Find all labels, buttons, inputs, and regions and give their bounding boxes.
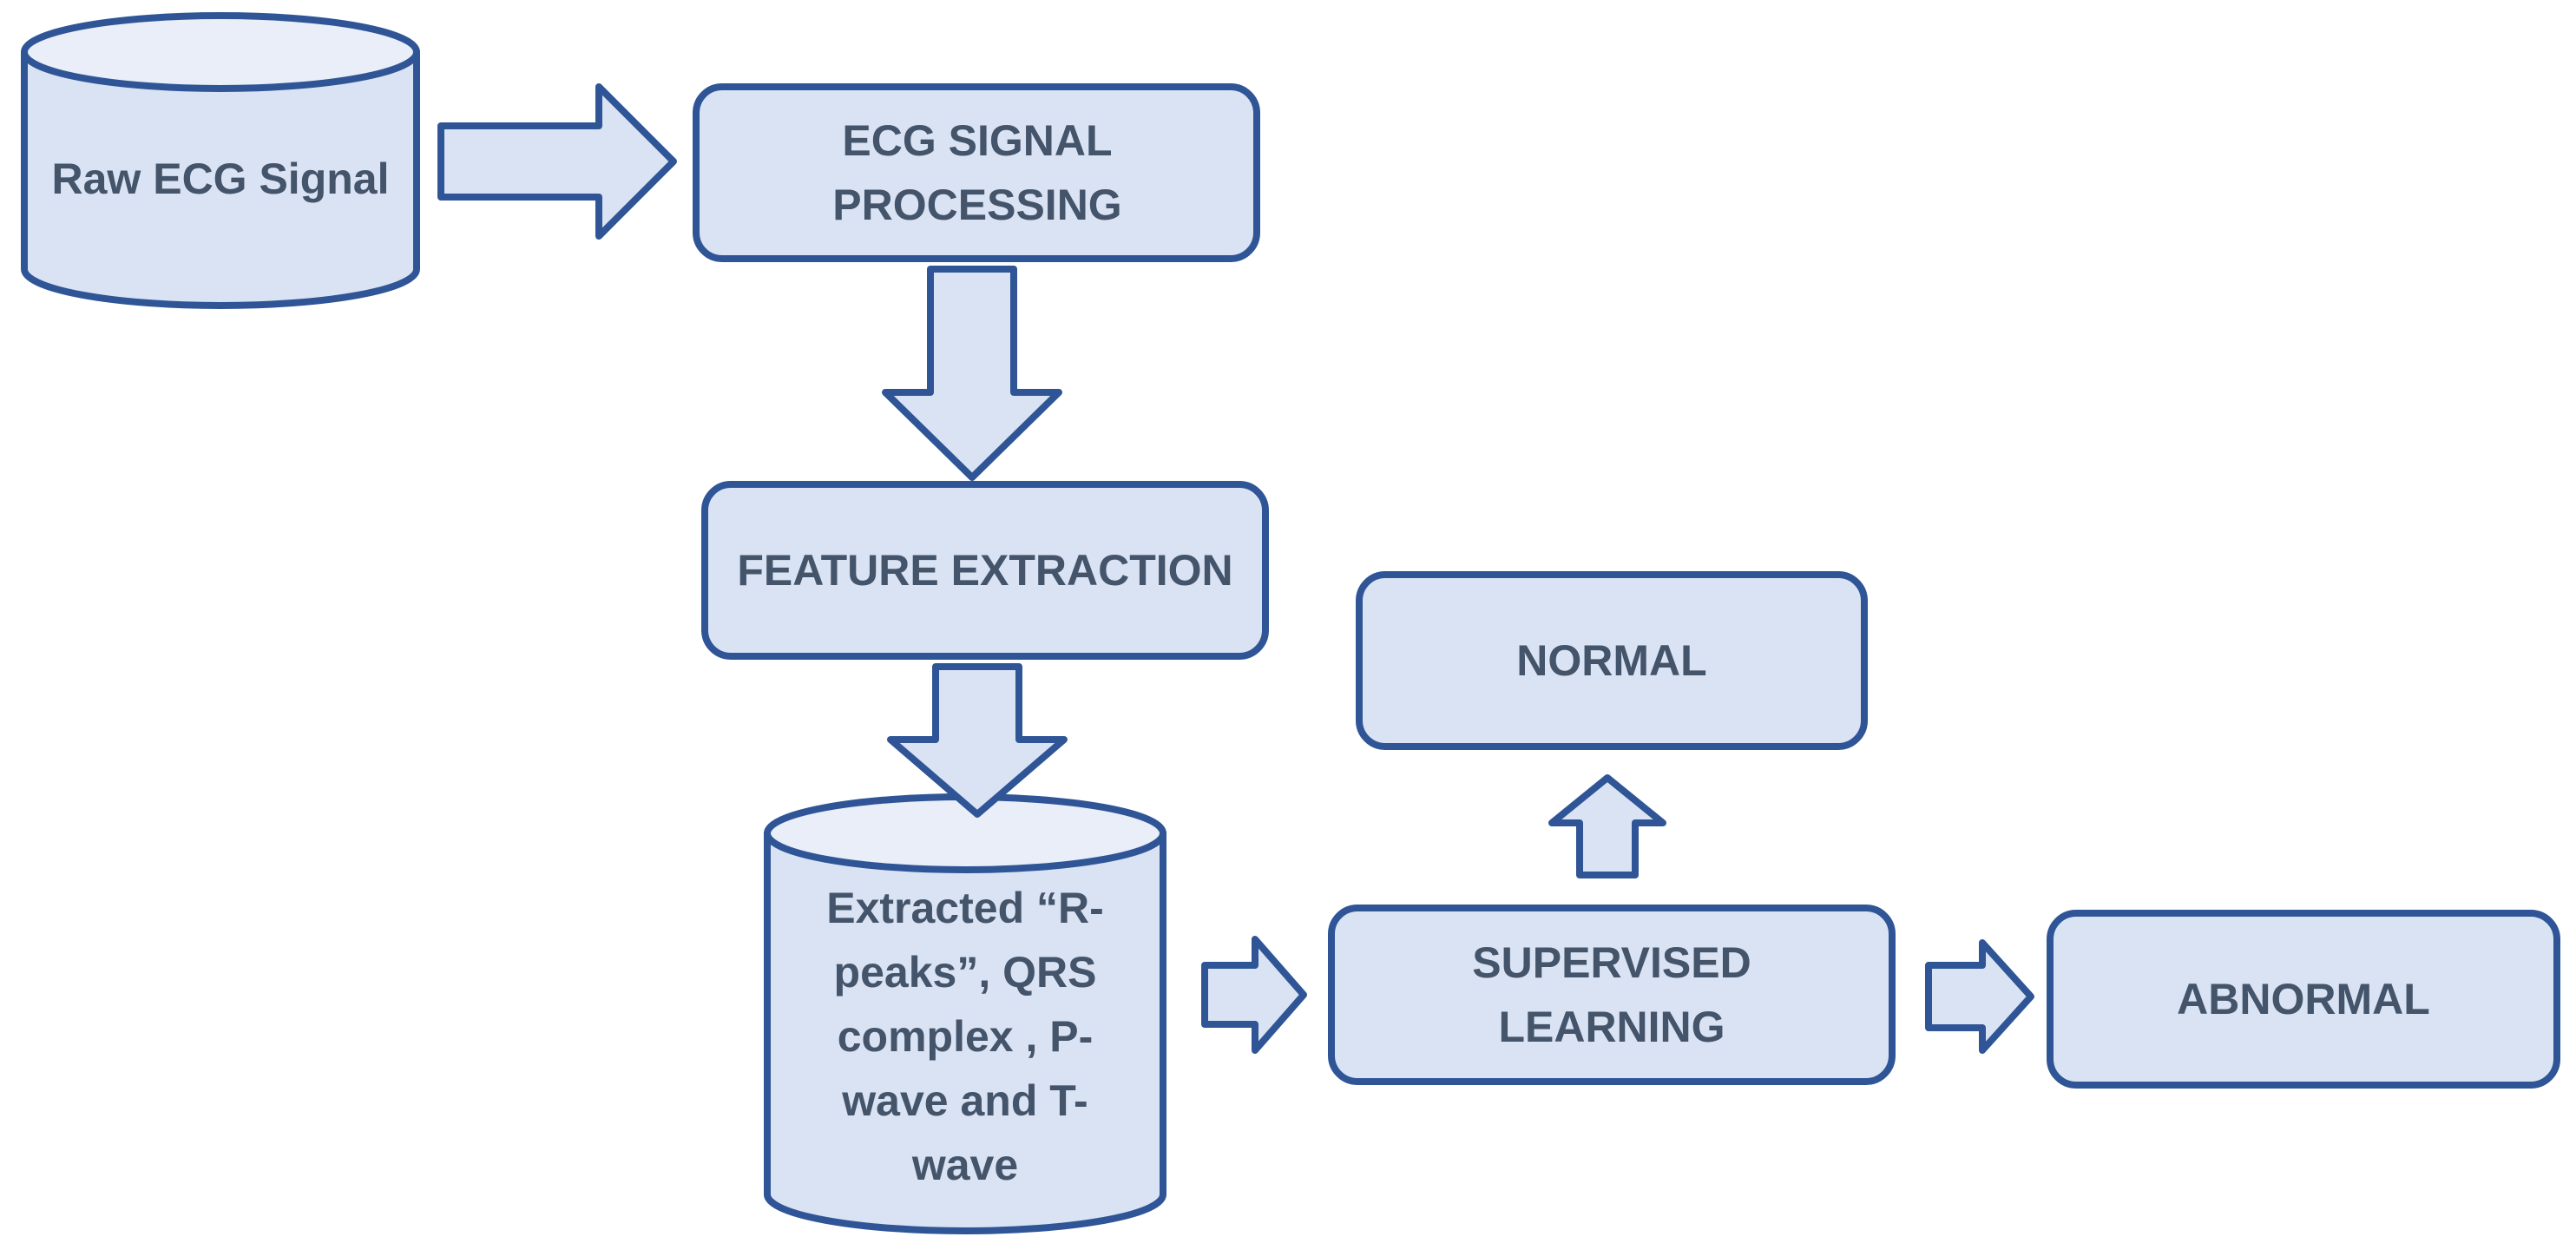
extracted-features-label: Extracted “R-peaks”, QRS complex , P-wave… [826, 884, 1104, 1189]
ecg-signal-processing-box [693, 83, 1260, 262]
raw-ecg-cylinder-body [21, 49, 420, 309]
arrow-supervised-to-abnormal [1925, 939, 2034, 1054]
extracted-features-label-line-4: wave and T- [841, 1076, 1088, 1125]
abnormal-label: ABNORMAL [2177, 975, 2430, 1023]
raw-ecg-signal-label-line-1: Raw ECG Signal [52, 155, 390, 203]
feature-extraction-label-line-1: FEATURE EXTRACTION [737, 546, 1232, 595]
normal-label: NORMAL [1516, 636, 1706, 685]
extracted-features-label-line-3: complex , P- [838, 1012, 1094, 1061]
extracted-features-label-line-1: Extracted “R- [826, 884, 1104, 932]
abnormal-box [2047, 910, 2560, 1089]
raw-ecg-cylinder-top [21, 12, 420, 92]
abnormal-node: ABNORMAL [2047, 910, 2560, 1089]
arrow-extracted-to-supervised [1201, 936, 1307, 1054]
ecg-signal-processing-label-line-2: PROCESSING [832, 181, 1121, 229]
normal-node: NORMAL [1356, 571, 1868, 750]
feature-extraction-node: FEATURE EXTRACTION [701, 481, 1269, 660]
normal-box [1356, 571, 1868, 750]
abnormal-label-line-1: ABNORMAL [2177, 975, 2430, 1023]
feature-extraction-label: FEATURE EXTRACTION [737, 546, 1232, 595]
raw-ecg-signal-label: Raw ECG Signal [52, 155, 390, 203]
feature-extraction-box [701, 481, 1269, 660]
supervised-learning-label-line-2: LEARNING [1498, 1003, 1725, 1051]
arrow-supervised-to-normal [1548, 774, 1666, 878]
supervised-learning-node: SUPERVISED LEARNING [1328, 905, 1896, 1085]
extracted-features-label-line-5: wave [911, 1141, 1018, 1189]
supervised-learning-label-line-1: SUPERVISED [1472, 938, 1751, 987]
extracted-features-database: Extracted “R-peaks”, QRS complex , P-wave… [764, 793, 1166, 1234]
ecg-signal-processing-node: ECG SIGNAL PROCESSING [693, 83, 1260, 262]
raw-ecg-signal-database: Raw ECG Signal [21, 12, 420, 309]
arrow-feature-extraction-to-extracted [887, 663, 1068, 818]
arrow-processing-to-feature-extraction [882, 266, 1062, 481]
arrow-raw-to-processing [437, 83, 677, 240]
extracted-features-label-line-2: peaks”, QRS [834, 948, 1097, 997]
supervised-learning-box [1328, 905, 1896, 1085]
extracted-features-cylinder-body [764, 830, 1166, 1234]
normal-label-line-1: NORMAL [1516, 636, 1706, 685]
ecg-signal-processing-label-line-1: ECG SIGNAL [842, 116, 1112, 165]
supervised-learning-label: SUPERVISED LEARNING [1472, 938, 1751, 1051]
ecg-signal-processing-label: ECG SIGNAL PROCESSING [832, 116, 1121, 229]
